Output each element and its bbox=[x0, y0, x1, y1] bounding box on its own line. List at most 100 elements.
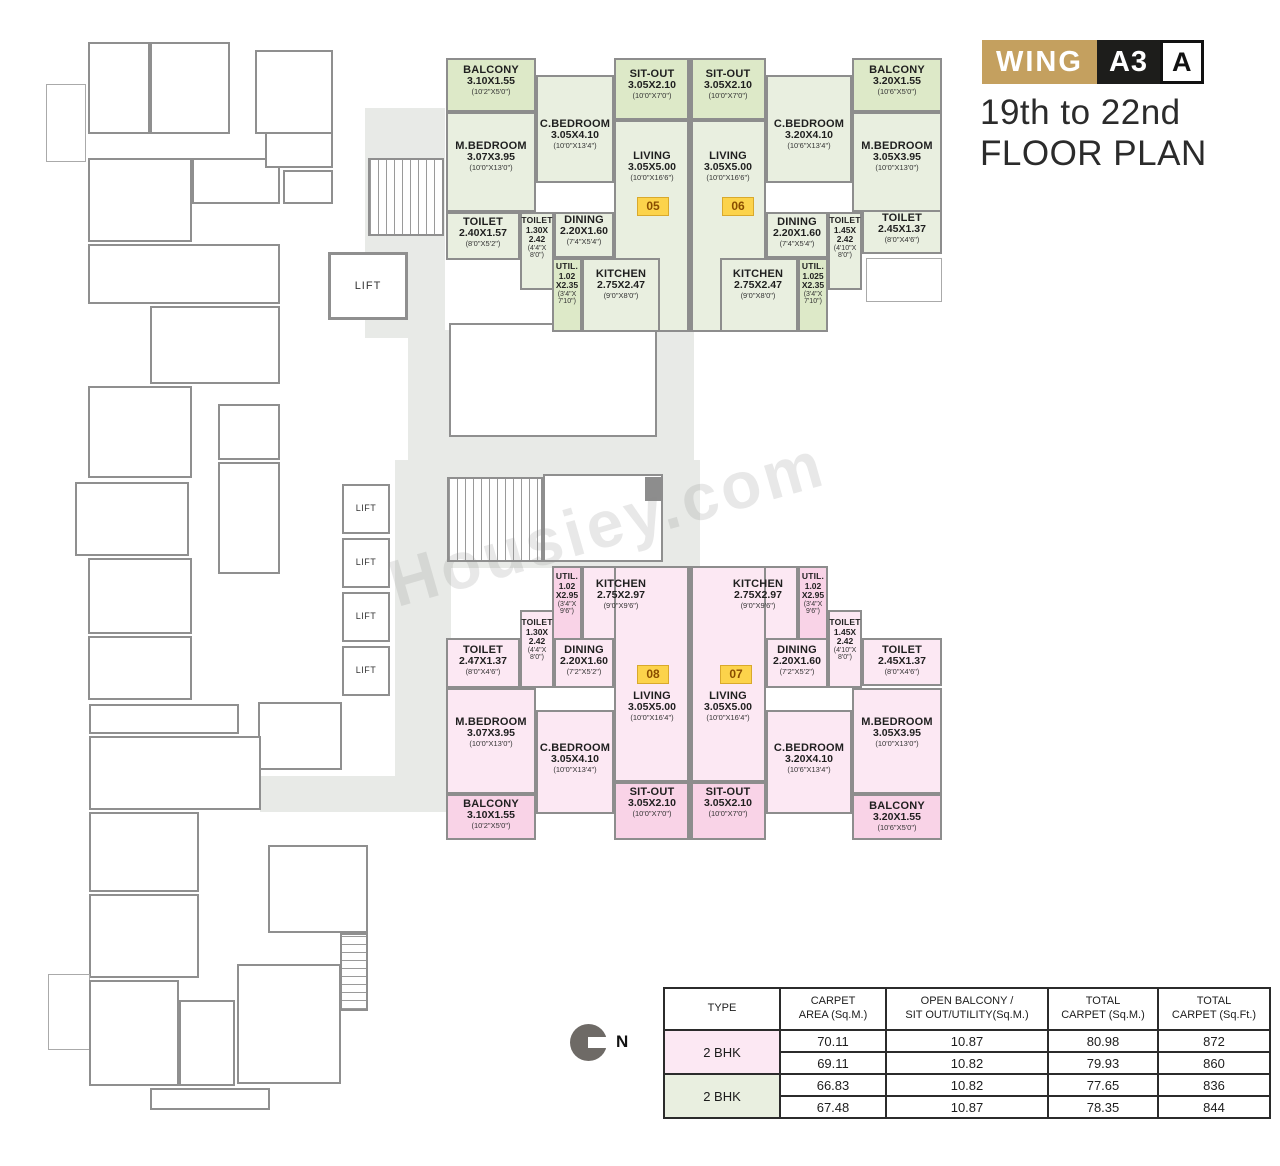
room-mbedroom-u08 bbox=[446, 688, 536, 794]
cell: 10.82 bbox=[885, 1073, 1049, 1097]
lift-label: LIFT bbox=[355, 557, 377, 567]
cell: 77.65 bbox=[1047, 1073, 1159, 1097]
room-kitchen-u06 bbox=[720, 258, 798, 332]
table-row: 2 BHK 70.11 10.87 80.98 872 bbox=[663, 1029, 1271, 1075]
lobby-room bbox=[449, 323, 657, 437]
staircase bbox=[368, 158, 444, 236]
lift-room bbox=[328, 252, 408, 320]
room-toilet1-u06 bbox=[862, 210, 942, 254]
room-cbedroom-u05 bbox=[536, 75, 614, 183]
north-label: N bbox=[616, 1032, 629, 1051]
wing-badge: WING A3 A bbox=[982, 40, 1204, 84]
room-label: UTIL.1.025 X2.35(3'4"X 7'10") bbox=[801, 261, 825, 306]
cell: 872 bbox=[1157, 1029, 1271, 1053]
adjacent-room bbox=[237, 964, 341, 1084]
adjacent-room bbox=[258, 702, 342, 770]
cell: 836 bbox=[1157, 1073, 1271, 1097]
adjacent-room bbox=[283, 170, 333, 204]
room-label: UTIL.1.02 X2.95(3'4"X 9'6") bbox=[801, 571, 825, 616]
adjacent-room bbox=[89, 704, 239, 734]
adjacent-room bbox=[150, 42, 230, 134]
adjacent-room bbox=[89, 736, 261, 810]
staircase bbox=[340, 933, 368, 1011]
adjacent-room bbox=[88, 558, 192, 634]
room-cbedroom-u08 bbox=[536, 710, 614, 814]
adjacent-room bbox=[89, 980, 179, 1086]
cell: 10.87 bbox=[885, 1095, 1049, 1119]
adjacent-room bbox=[265, 132, 333, 168]
adjacent-room bbox=[255, 50, 333, 134]
page-title-line1: 19th to 22nd bbox=[980, 93, 1181, 132]
room-dining-u08 bbox=[554, 638, 614, 688]
corridor bbox=[260, 776, 450, 812]
adjacent-room bbox=[88, 42, 150, 134]
room-kitchen-u05 bbox=[582, 258, 660, 332]
lift-room bbox=[342, 592, 390, 642]
lift-room bbox=[342, 538, 390, 588]
adjacent-room bbox=[89, 894, 199, 978]
col-header-type: TYPE bbox=[663, 987, 781, 1031]
adjacent-room bbox=[218, 462, 280, 574]
room-balcony-u05 bbox=[446, 58, 536, 112]
room-toilet2-u07 bbox=[828, 610, 862, 688]
shaft bbox=[866, 258, 942, 302]
unit-number-badge-08: 08 bbox=[637, 665, 669, 684]
cell: 70.11 bbox=[779, 1029, 887, 1053]
cell: 10.87 bbox=[885, 1029, 1049, 1053]
duct bbox=[645, 477, 663, 501]
room-toilet2-u05 bbox=[520, 212, 554, 290]
cell: 79.93 bbox=[1047, 1051, 1159, 1075]
col-header-open-balcony: OPEN BALCONY /SIT OUT/UTILITY(Sq.M.) bbox=[885, 987, 1049, 1031]
adjacent-balcony bbox=[48, 974, 90, 1050]
cell: 844 bbox=[1157, 1095, 1271, 1119]
room-util-u08 bbox=[552, 566, 582, 642]
wing-badge-code: A3 bbox=[1096, 40, 1161, 84]
cell: 67.48 bbox=[779, 1095, 887, 1119]
room-toilet1-u07 bbox=[862, 638, 942, 686]
room-dining-u07 bbox=[766, 638, 828, 688]
wing-badge-letter: A bbox=[1160, 40, 1204, 84]
type-cell-2bhk-green: 2 BHK bbox=[663, 1073, 781, 1119]
room-balcony-u06 bbox=[852, 58, 942, 112]
cell: 860 bbox=[1157, 1051, 1271, 1075]
room-toilet1-u05 bbox=[446, 212, 520, 260]
table-row: 69.11 10.82 79.93 860 bbox=[664, 1051, 1271, 1075]
cell: 78.35 bbox=[1047, 1095, 1159, 1119]
cell: 80.98 bbox=[1047, 1029, 1159, 1053]
lift-label: LIFT bbox=[355, 665, 377, 675]
room-sitout-u06 bbox=[690, 58, 766, 120]
adjacent-room bbox=[88, 636, 192, 700]
table-row: 2 BHK 66.83 10.82 77.65 836 bbox=[663, 1073, 1271, 1119]
unit-number-badge-05: 05 bbox=[637, 197, 669, 216]
unit-number-badge-07: 07 bbox=[720, 665, 752, 684]
